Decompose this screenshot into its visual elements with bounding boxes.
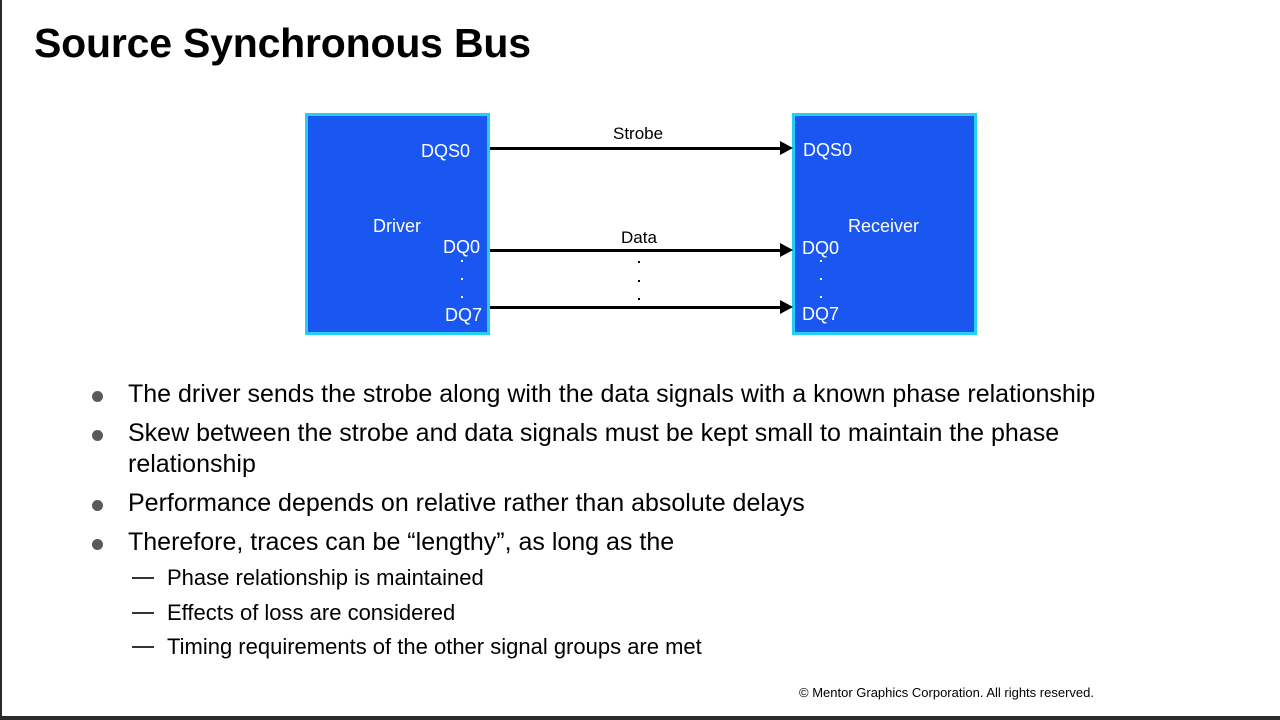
receiver-ellipsis-dot bbox=[820, 278, 822, 280]
bullet-item: The driver sends the strobe along with t… bbox=[128, 380, 1096, 408]
driver-ellipsis-dot bbox=[461, 296, 463, 298]
bullet-dot-icon bbox=[92, 500, 103, 511]
driver-pin-dqs0: DQS0 bbox=[421, 141, 471, 161]
receiver-pin-dqs0: DQS0 bbox=[803, 140, 853, 160]
data-label: Data bbox=[621, 228, 657, 247]
bullet-dot-icon bbox=[92, 539, 103, 550]
data-wire-dq7 bbox=[490, 306, 780, 309]
strobe-label: Strobe bbox=[613, 124, 664, 143]
receiver-pin-dq0: DQ0 bbox=[802, 238, 840, 258]
subbullet-dash-icon bbox=[132, 646, 154, 648]
subbullet-dash-icon bbox=[132, 577, 154, 579]
bullet-dot-icon bbox=[92, 430, 103, 441]
data-ellipsis-dot bbox=[638, 261, 640, 263]
driver-ellipsis-dot bbox=[461, 278, 463, 280]
data-ellipsis-dot bbox=[638, 298, 640, 300]
copyright-footer: © Mentor Graphics Corporation. All right… bbox=[799, 685, 1094, 700]
receiver-ellipsis-dot bbox=[820, 296, 822, 298]
receiver-pin-dq7: DQ7 bbox=[802, 304, 840, 324]
strobe-wire bbox=[490, 147, 780, 150]
driver-block: DQS0 Driver DQ0 DQ7 bbox=[305, 113, 490, 335]
subbullet-dash-icon bbox=[132, 612, 154, 614]
receiver-ellipsis-dot bbox=[820, 260, 822, 262]
slide-title: Source Synchronous Bus bbox=[34, 20, 531, 66]
bullet-dot-icon bbox=[92, 391, 103, 402]
data-ellipsis-dot bbox=[638, 280, 640, 282]
receiver-block: DQS0 Receiver DQ0 DQ7 bbox=[792, 113, 977, 335]
driver-label: Driver bbox=[373, 216, 421, 236]
data-dq7-arrow-icon bbox=[780, 300, 793, 314]
driver-pin-dq0: DQ0 bbox=[443, 237, 481, 257]
subbullet-item: Timing requirements of the other signal … bbox=[167, 634, 702, 659]
strobe-arrow-icon bbox=[780, 141, 793, 155]
data-dq0-arrow-icon bbox=[780, 243, 793, 257]
bullet-item: Therefore, traces can be “lengthy”, as l… bbox=[128, 528, 675, 556]
bullet-item: Performance depends on relative rather t… bbox=[128, 489, 805, 517]
receiver-label: Receiver bbox=[848, 216, 920, 236]
subbullet-item: Phase relationship is maintained bbox=[167, 565, 484, 590]
data-wire-dq0 bbox=[490, 249, 780, 252]
driver-pin-dq7: DQ7 bbox=[445, 305, 483, 325]
subbullet-item: Effects of loss are considered bbox=[167, 600, 456, 625]
bullet-item: Skew between the strobe and data signals… bbox=[128, 419, 1060, 478]
driver-ellipsis-dot bbox=[461, 260, 463, 262]
